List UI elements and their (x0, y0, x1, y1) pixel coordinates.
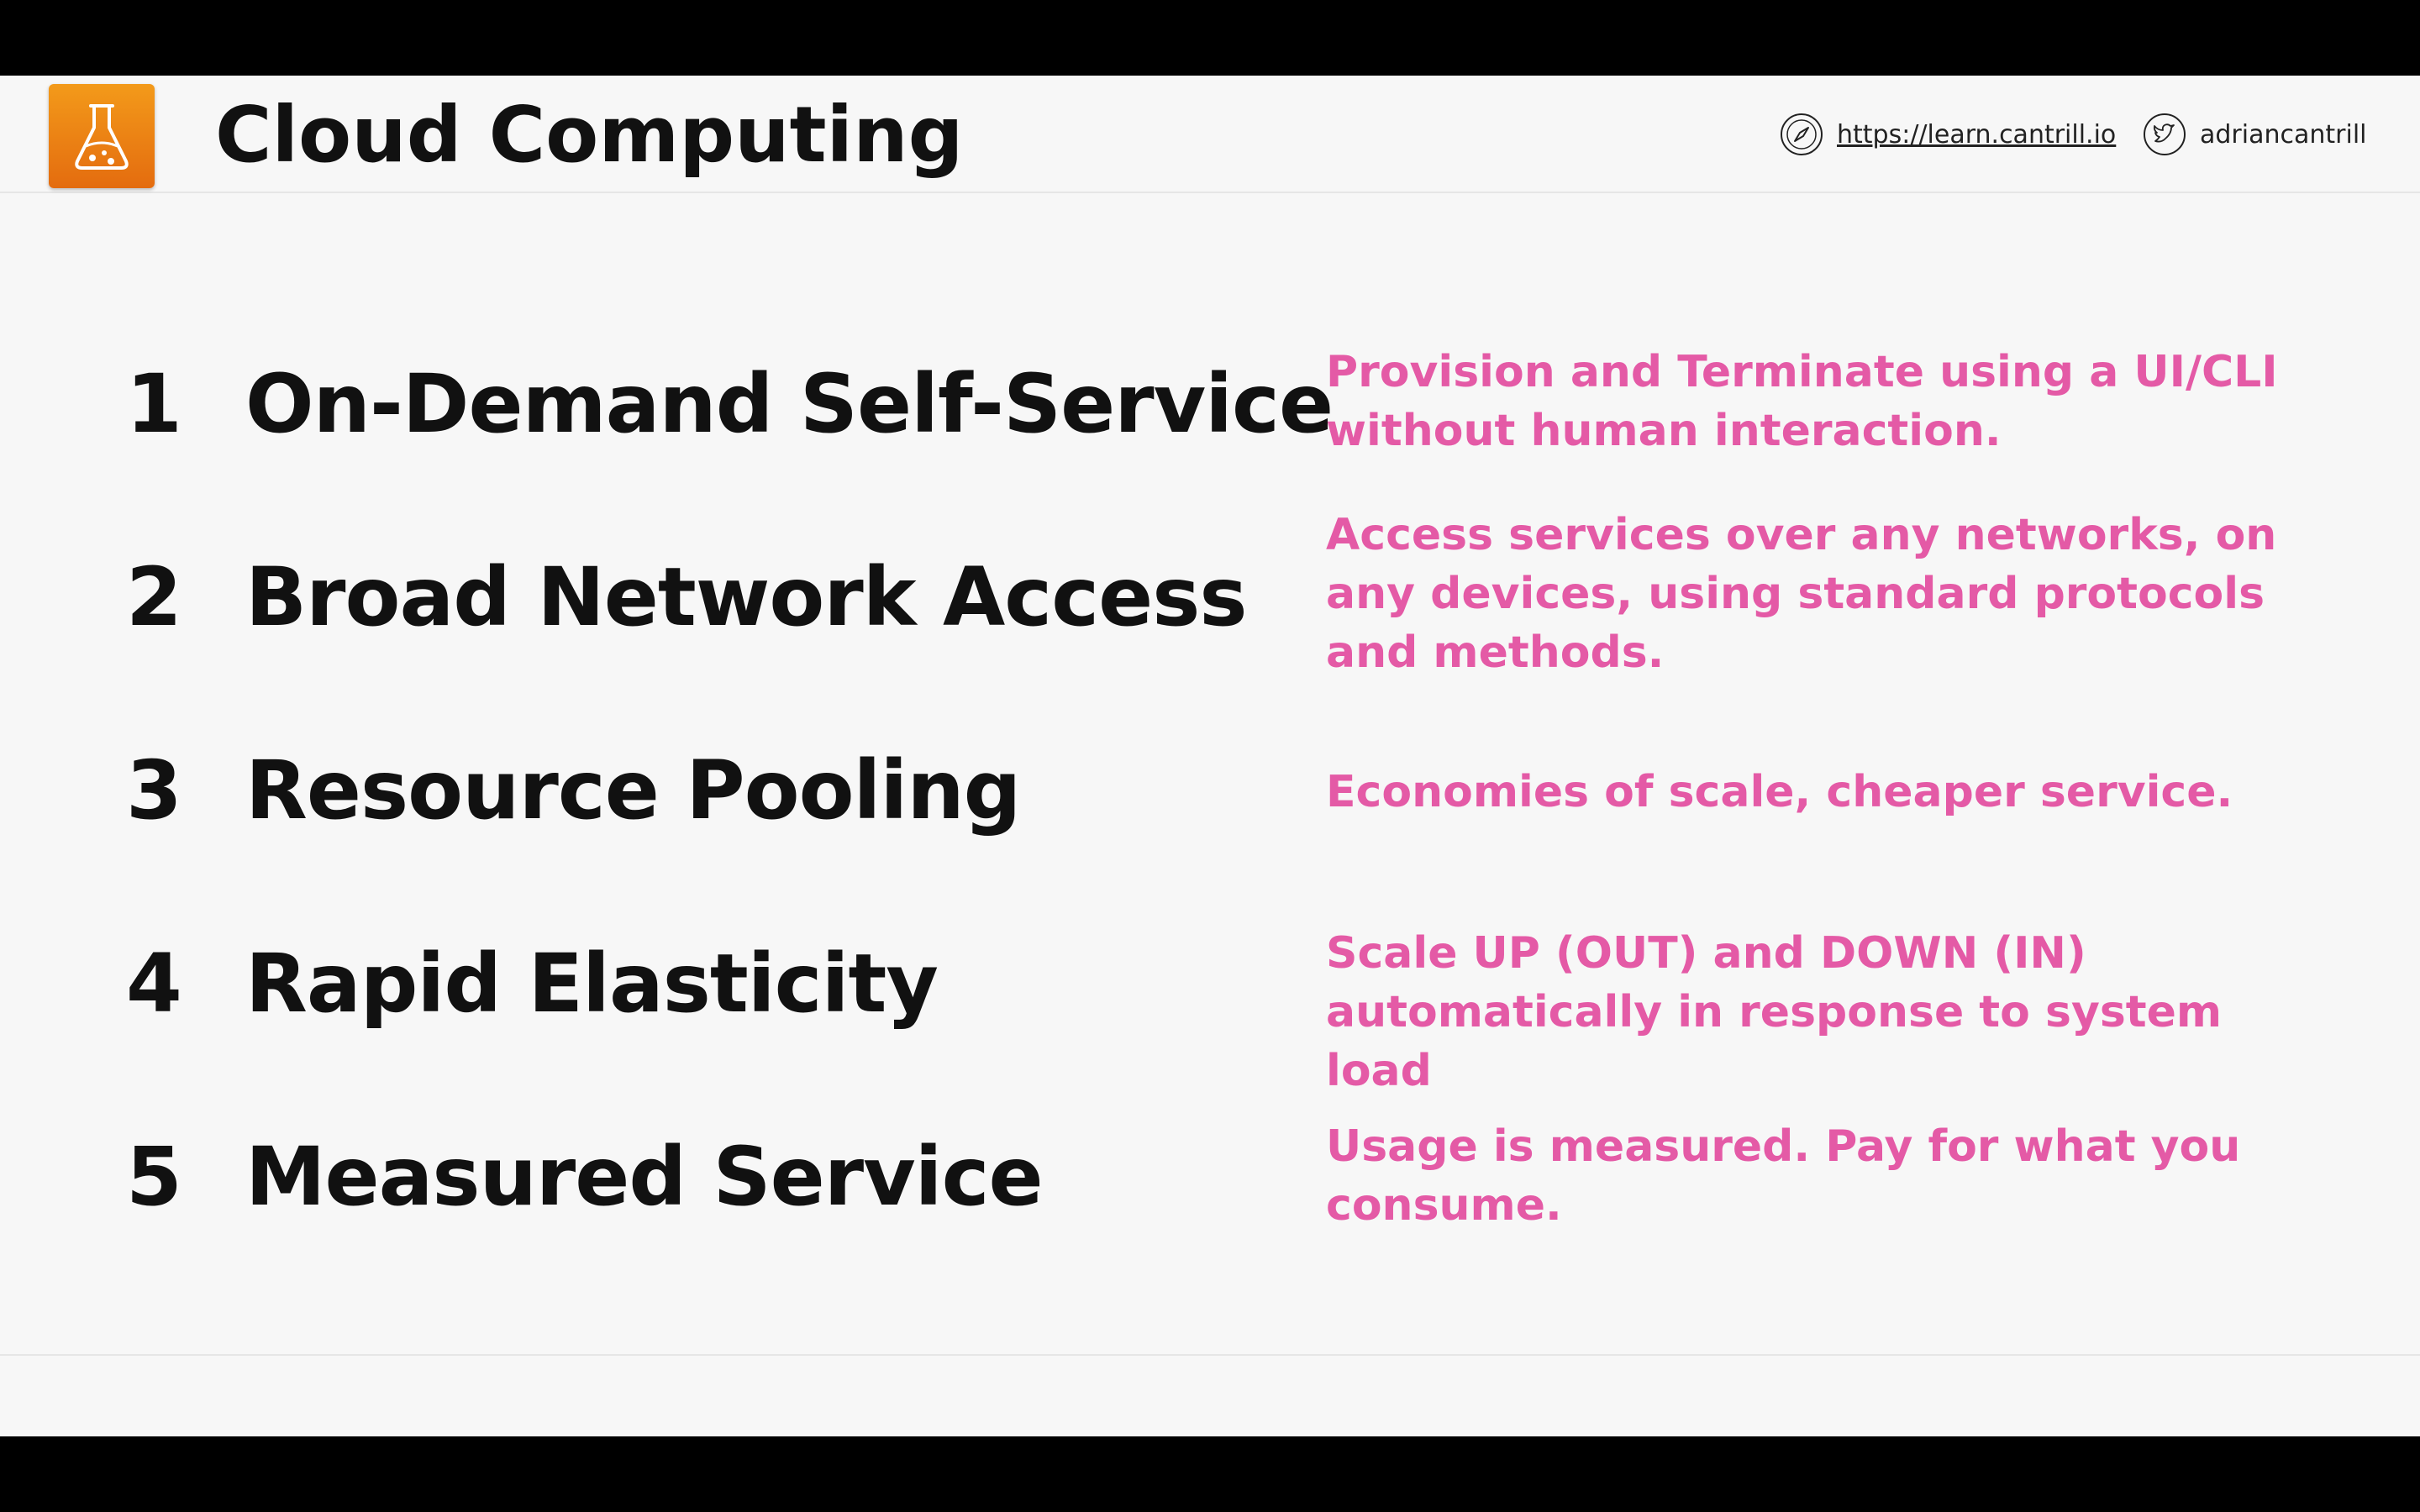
website-link[interactable]: https://learn.cantrill.io (1780, 109, 2116, 160)
footer-divider (0, 1354, 2420, 1356)
flask-logo-icon (49, 84, 155, 188)
compass-icon (1781, 113, 1823, 155)
item-number: 1 (126, 357, 182, 451)
item-name: On-Demand Self-Service (245, 357, 1334, 451)
item-number: 2 (126, 550, 182, 644)
item-description: Usage is measured. Pay for what you cons… (1326, 1121, 2241, 1231)
twitter-handle[interactable]: adriancantrill (2200, 119, 2367, 150)
page-title: Cloud Computing (215, 90, 964, 180)
website-url[interactable]: https://learn.cantrill.io (1837, 119, 2117, 150)
item-description: Economies of scale, cheaper service. (1326, 767, 2233, 817)
item-name: Measured Service (245, 1130, 1044, 1224)
item-name: Resource Pooling (245, 743, 1021, 837)
item-description: Provision and Terminate using a UI/CLI w… (1326, 347, 2278, 456)
item-number: 3 (126, 743, 182, 837)
twitter-icon (2144, 113, 2186, 155)
item-name: Broad Network Access (245, 550, 1247, 644)
item-number: 5 (126, 1130, 182, 1224)
item-description: Access services over any networks, on an… (1326, 510, 2277, 678)
slide: Cloud Computing https://learn.cantrill.i… (0, 76, 2420, 1436)
twitter-link[interactable]: adriancantrill (2143, 109, 2367, 160)
item-description: Scale UP (OUT) and DOWN (IN) automatical… (1326, 928, 2223, 1096)
item-name: Rapid Elasticity (245, 937, 939, 1031)
slide-header: Cloud Computing https://learn.cantrill.i… (0, 76, 2420, 193)
item-number: 4 (126, 937, 182, 1031)
